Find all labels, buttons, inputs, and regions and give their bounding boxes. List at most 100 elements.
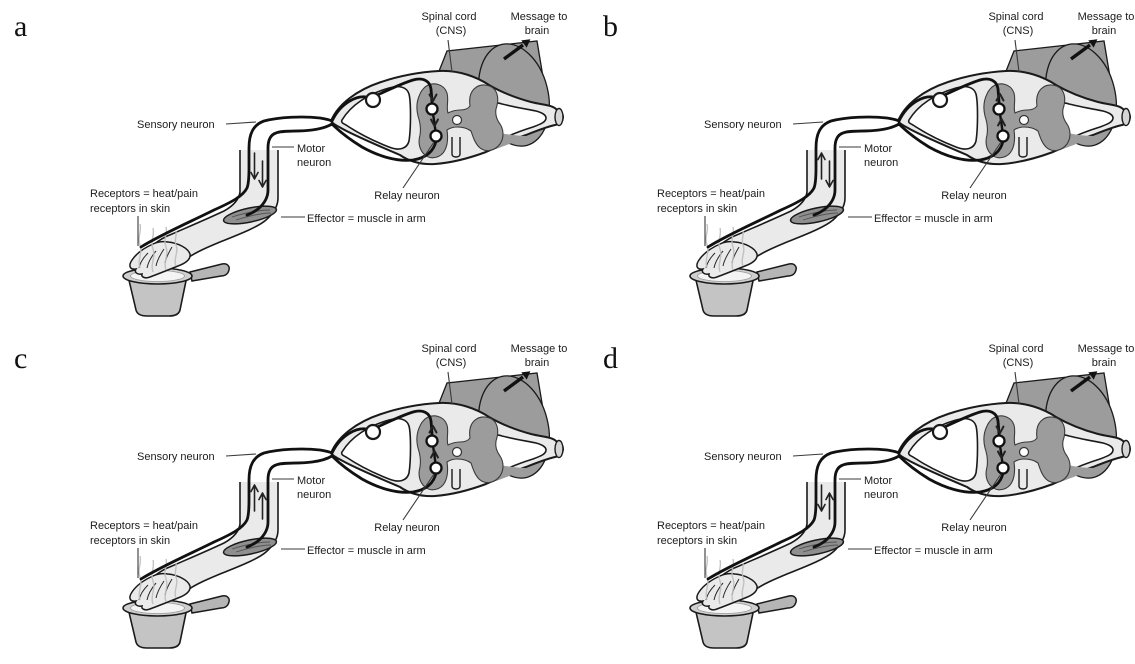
arm-shape xyxy=(720,150,845,259)
ventral-fissure xyxy=(1018,469,1028,490)
saucepan-body xyxy=(126,607,188,649)
dorsal-root-ganglion xyxy=(931,423,949,441)
spinal-cord-pointer-line xyxy=(1014,371,1020,405)
message-to-brain-label-line2: brain xyxy=(1092,25,1116,37)
motor-neuron-label-line2: neuron xyxy=(864,157,898,169)
spinal-cord-label: Spinal cord xyxy=(988,343,1043,355)
relay-synapse-bottom xyxy=(429,461,443,475)
panel-letter: a xyxy=(14,10,27,43)
message-to-brain-arrow xyxy=(502,39,531,61)
sensory-neuron-pointer-line xyxy=(792,453,824,457)
saucepan-body xyxy=(693,275,755,317)
hand-shape xyxy=(696,572,758,611)
arm-outline xyxy=(152,482,279,592)
receptors-label-line2: receptors in skin xyxy=(657,203,737,215)
relay-synapse-top xyxy=(992,434,1006,448)
message-to-brain-label-line2: brain xyxy=(1092,357,1116,369)
reflex-arc-diagram: a xyxy=(14,10,567,317)
receptors-label-line2: receptors in skin xyxy=(90,535,170,547)
hand-shape xyxy=(129,240,191,279)
reflex-arc-diagram: d xyxy=(603,342,1135,649)
central-canal xyxy=(1018,114,1030,126)
hand-shape xyxy=(696,240,758,279)
reflex-arc-diagram: b xyxy=(603,10,1135,317)
saucepan-body xyxy=(693,607,755,649)
steam-lines xyxy=(705,223,745,273)
spinal-cord-pointer-line xyxy=(1014,39,1020,73)
left-root-window xyxy=(907,85,979,150)
sensory-neuron-label: Sensory neuron xyxy=(137,119,215,131)
motor-neuron-path xyxy=(245,454,438,549)
steam-lines xyxy=(705,555,745,605)
motor-neuron-label-line2: neuron xyxy=(864,489,898,501)
hand-shape xyxy=(129,572,191,611)
relay-neuron-pointer-line xyxy=(969,141,1002,189)
spinal-cord-pointer-line xyxy=(447,39,453,73)
sensory-direction-arrow xyxy=(250,484,259,512)
panel-d: d xyxy=(567,332,1135,664)
relay-neuron-label: Relay neuron xyxy=(941,190,1006,202)
saucepan-handle xyxy=(189,263,230,282)
cut-nerve-tip xyxy=(554,439,564,459)
cns-label: (CNS) xyxy=(436,357,467,369)
relay-neuron-label: Relay neuron xyxy=(374,190,439,202)
finger-lines xyxy=(705,246,740,269)
arm-outline xyxy=(719,482,846,592)
finger-lines xyxy=(705,578,740,601)
motor-neuron-label-line1: Motor xyxy=(297,475,325,487)
arm-shape xyxy=(720,482,845,591)
motor-neuron-path xyxy=(812,454,1005,549)
left-root-window xyxy=(907,417,979,482)
relay-synapse-bottom xyxy=(429,129,443,143)
message-to-brain-arrow xyxy=(502,371,531,393)
sensory-neuron-pointer-line xyxy=(225,121,257,125)
arm-shape xyxy=(153,150,278,259)
effector-label: Effector = muscle in arm xyxy=(307,213,426,225)
message-to-brain-label-line1: Message to xyxy=(511,343,567,355)
spinal-cord-pointer-line xyxy=(447,371,453,405)
panel-letter: d xyxy=(603,342,618,375)
receptors-label-line1: Receptors = heat/pain xyxy=(657,188,765,200)
relay-neuron-label: Relay neuron xyxy=(374,522,439,534)
relay-synapse-bottom xyxy=(996,129,1010,143)
receptors-label-line2: receptors in skin xyxy=(657,535,737,547)
relay-neuron-pointer-line xyxy=(402,473,435,521)
arm-outline xyxy=(719,150,846,260)
relay-neuron-label: Relay neuron xyxy=(941,522,1006,534)
arm-shape xyxy=(153,482,278,591)
sensory-neuron-label: Sensory neuron xyxy=(704,451,782,463)
left-root-window xyxy=(340,417,412,482)
sensory-neuron-path xyxy=(706,409,1001,581)
cns-label: (CNS) xyxy=(1003,25,1034,37)
message-to-brain-label-line2: brain xyxy=(525,357,549,369)
sensory-neuron-label: Sensory neuron xyxy=(137,451,215,463)
relay-neuron-pointer-line xyxy=(969,473,1002,521)
steam-lines xyxy=(138,223,178,273)
effector-label: Effector = muscle in arm xyxy=(307,545,426,557)
motor-neuron-label-line1: Motor xyxy=(864,475,892,487)
sensory-direction-arrow xyxy=(250,152,259,180)
saucepan-handle xyxy=(189,595,230,614)
effector-label: Effector = muscle in arm xyxy=(874,213,993,225)
motor-neuron-label-line1: Motor xyxy=(297,143,325,155)
relay-direction-arrows xyxy=(428,93,439,127)
effector-label: Effector = muscle in arm xyxy=(874,545,993,557)
panel-letter: c xyxy=(14,342,27,375)
panel-a: a xyxy=(0,0,567,332)
message-to-brain-label-line1: Message to xyxy=(1078,11,1135,23)
dorsal-root-ganglion xyxy=(364,423,382,441)
sensory-neuron-pointer-line xyxy=(792,121,824,125)
dorsal-root-ganglion xyxy=(931,91,949,109)
spinal-cord-label: Spinal cord xyxy=(421,343,476,355)
ventral-fissure xyxy=(451,469,461,490)
sensory-neuron-path xyxy=(139,77,434,249)
reflex-arc-diagram: c xyxy=(14,342,567,649)
motor-neuron-label-line2: neuron xyxy=(297,157,331,169)
relay-synapse-top xyxy=(425,434,439,448)
cns-label: (CNS) xyxy=(1003,357,1034,369)
cut-nerve-tip xyxy=(1121,439,1131,459)
message-to-brain-label-line1: Message to xyxy=(1078,343,1135,355)
panel-c: c xyxy=(0,332,567,664)
central-canal xyxy=(1018,446,1030,458)
